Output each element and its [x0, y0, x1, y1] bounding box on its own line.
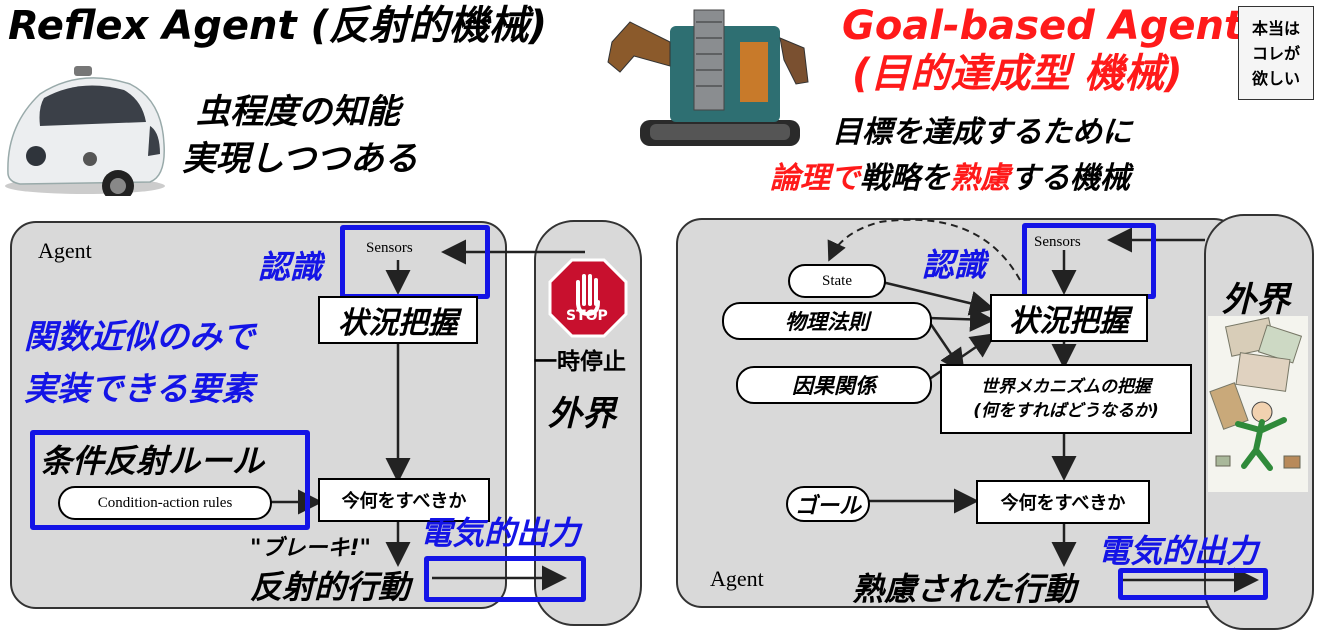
caption-line-2: 実現しつつある	[182, 139, 418, 179]
goal-output-highlight-frame	[1118, 568, 1268, 600]
goal-perception-label: 認識	[922, 246, 987, 284]
condition-action-rules-pill: Condition-action rules	[58, 486, 272, 520]
function-approx-line-2: 実装できる要素	[24, 369, 255, 408]
goal-situation-box: 状況把握	[990, 294, 1148, 342]
rules-title: 条件反射ルール	[40, 442, 265, 480]
goal-what-to-do-box: 今何をすべきか	[976, 480, 1150, 524]
reflex-agent-title: Reflex Agent (反射的機械)	[8, 3, 548, 49]
deliberate-action-label: 熟慮された行動	[852, 570, 1077, 608]
desc-red-logic: 論理で	[770, 161, 860, 196]
brake-text: "ブレーキ!"	[250, 536, 371, 561]
note-line-1: 本当は	[1251, 18, 1300, 38]
goal-sensors-label: Sensors	[1034, 234, 1081, 250]
causality-pill: 因果関係	[736, 366, 932, 404]
goal-desc-line-2: 論理で戦略を熟慮する機械	[770, 160, 1130, 198]
world-mechanism-box: 世界メカニズムの把握 (何をすればどうなるか)	[940, 364, 1192, 434]
goal-environment-label: 外界	[1222, 280, 1290, 320]
stop-caption: 一時停止	[534, 349, 626, 375]
falling-man-illustration	[1208, 316, 1308, 492]
goal-desc-line-1: 目標を達成するために	[832, 115, 1132, 150]
stop-sign-text: STOP	[566, 308, 608, 324]
what-to-do-box: 今何をすべきか	[318, 478, 490, 522]
world-mechanism-line-1: 世界メカニズムの把握	[981, 377, 1151, 397]
note-box: 本当は コレが 欲しい	[1238, 6, 1314, 100]
function-approx-line-1: 関数近似のみで	[24, 317, 255, 356]
construction-robot-icon	[607, 9, 809, 146]
self-driving-car-icon	[5, 66, 165, 196]
stop-sign-icon	[548, 258, 628, 338]
note-line-3: 欲しい	[1251, 68, 1300, 88]
caption-line-1: 虫程度の知能	[196, 92, 400, 132]
goal-electric-output-label: 電気的出力	[1098, 532, 1259, 570]
sensors-label: Sensors	[366, 240, 413, 256]
note-line-2: コレが	[1251, 43, 1300, 63]
goal-pill: ゴール	[786, 486, 870, 522]
reflex-agent-label: Agent	[38, 238, 92, 263]
physics-pill: 物理法則	[722, 302, 932, 340]
desc-end: する機械	[1010, 161, 1130, 196]
situation-box: 状況把握	[318, 296, 478, 344]
desc-mid: 戦略を	[860, 161, 950, 196]
goal-agent-label: Agent	[710, 566, 764, 591]
reflex-action-label: 反射的行動	[250, 568, 411, 606]
desc-red-deliberate: 熟慮	[950, 161, 1010, 196]
reflex-agent-panel	[10, 221, 507, 609]
world-mechanism-line-2: (何をすればどうなるか)	[973, 401, 1159, 421]
state-pill: State	[788, 264, 886, 298]
goal-agent-subtitle: (目的達成型 機械)	[852, 51, 1183, 97]
reflex-environment-label: 外界	[548, 394, 616, 434]
perception-label: 認識	[258, 248, 323, 286]
goal-agent-title: Goal-based Agent	[842, 3, 1244, 49]
electric-output-label: 電気的出力	[420, 514, 581, 552]
output-highlight-frame	[424, 556, 586, 602]
rules-highlight-frame	[30, 430, 310, 530]
